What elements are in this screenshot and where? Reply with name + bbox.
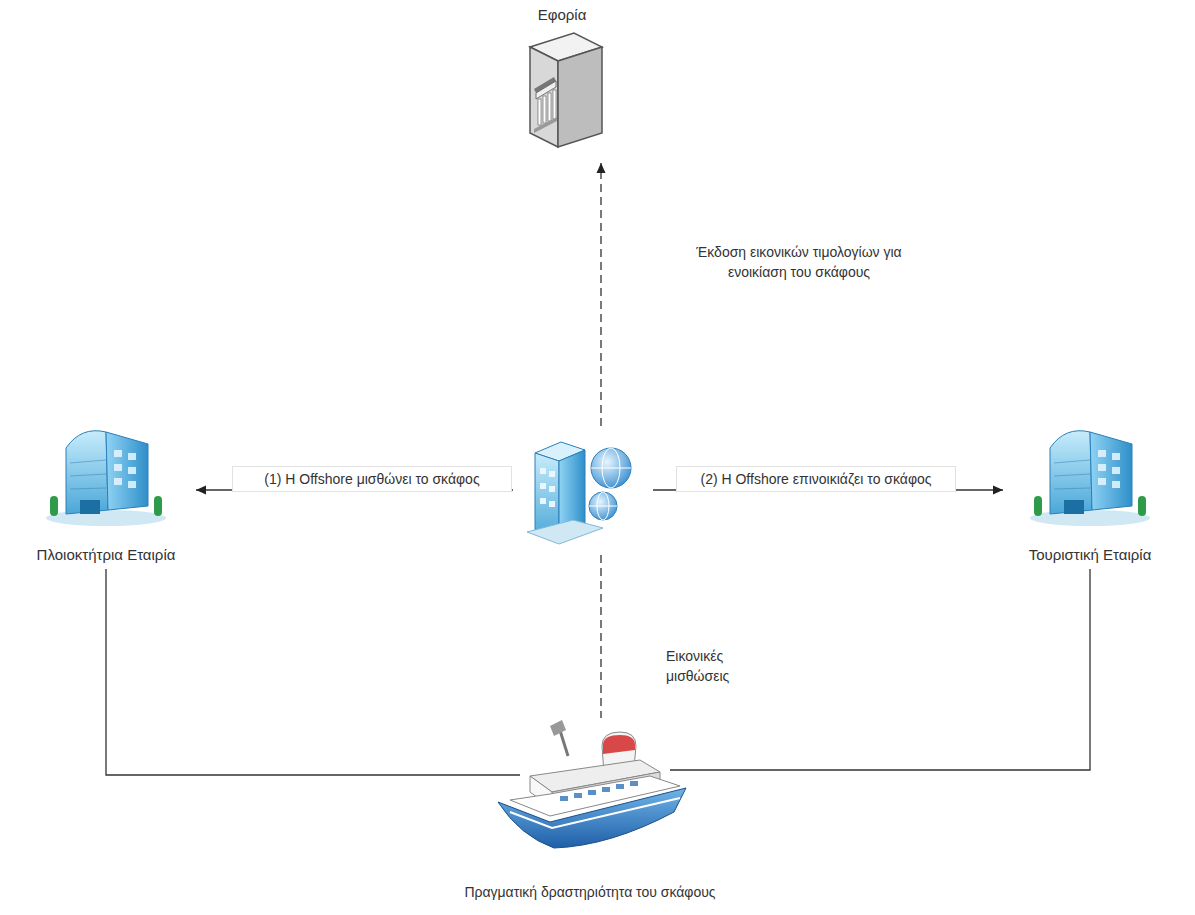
company-building-icon bbox=[1020, 418, 1160, 528]
company-node: Πραγματική δραστηριότητα του σκάφους bbox=[490, 716, 690, 866]
edge-label: Έκδοση εικονικών τιμολογίων για ενοικίασ… bbox=[665, 240, 933, 285]
company-node: Τουριστική Εταιρία bbox=[1005, 418, 1175, 563]
company-building-icon bbox=[36, 418, 176, 528]
edge-label: (2) Η Offshore επινοικιάζει το σκάφος bbox=[676, 466, 956, 492]
node-label: Εφορία bbox=[538, 6, 587, 23]
connector bbox=[600, 163, 601, 426]
edge-label: (1) Η Offshore μισθώνει το σκάφος bbox=[232, 466, 512, 492]
company-node bbox=[513, 428, 653, 553]
node-label: Πλοιοκτήτρια Εταιρία bbox=[37, 546, 176, 563]
node-label: Πραγματική δραστηριότητα του σκάφους bbox=[464, 884, 715, 900]
connector bbox=[106, 569, 520, 775]
offshore-company-icon bbox=[513, 428, 653, 553]
company-node: Πλοιοκτήτρια Εταιρία bbox=[18, 418, 194, 563]
connector bbox=[600, 555, 601, 718]
ship-icon bbox=[490, 716, 690, 861]
edge-label: Εικονικές μισθώσεις bbox=[662, 644, 788, 689]
node-label: Τουριστική Εταιρία bbox=[1029, 546, 1152, 563]
tax-office-icon bbox=[512, 29, 612, 159]
company-node: Εφορία bbox=[512, 6, 612, 159]
